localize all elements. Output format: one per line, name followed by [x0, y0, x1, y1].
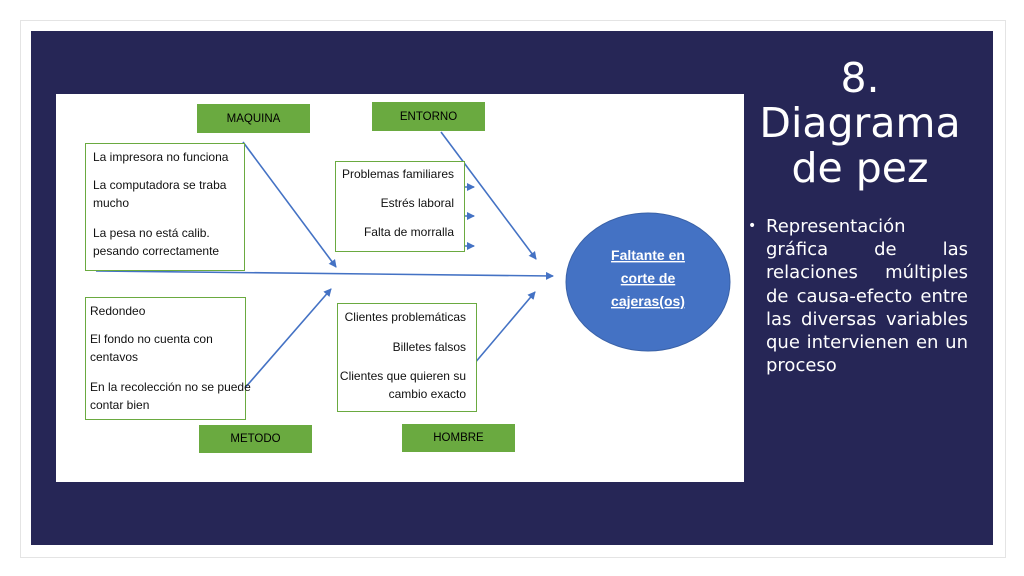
spine-arrow	[95, 270, 554, 280]
cause-hombre-3: Clientes que quieren su	[339, 369, 466, 383]
effect-line-1: Faltante en	[611, 247, 685, 263]
slide-title: 8. Diagrama de pez	[752, 56, 968, 191]
causes-box-maquina	[85, 143, 245, 271]
cause-metodo-3b: contar bien	[90, 398, 150, 412]
effect-ellipse	[565, 212, 731, 352]
cause-metodo-1: Redondeo	[90, 304, 146, 318]
cause-entorno-2: Estrés laboral	[380, 196, 454, 210]
cause-maquina-2b: mucho	[93, 196, 130, 210]
slide-title-line-3: de pez	[791, 144, 929, 192]
causes-box-entorno	[335, 161, 465, 252]
cause-maquina-3: La pesa no está calib.	[93, 226, 210, 240]
bone-hombre	[473, 291, 536, 365]
cause-hombre-1: Clientes problemáticas	[344, 310, 466, 324]
cause-metodo-2: El fondo no cuenta con	[90, 332, 213, 346]
causes-box-hombre	[337, 303, 477, 412]
bone-metodo	[243, 288, 332, 390]
bullet-item: • Representación gráfica de las relacion…	[748, 215, 968, 377]
slide-title-line-1: 8.	[840, 54, 880, 102]
category-entorno: ENTORNO	[372, 102, 485, 131]
cause-maquina-2: La computadora se traba	[93, 178, 227, 192]
slide-title-line-2: Diagrama	[759, 99, 961, 147]
cause-maquina-1: La impresora no funciona	[93, 150, 229, 164]
cause-hombre-2: Billetes falsos	[392, 340, 466, 354]
effect-line-2: corte de	[621, 270, 676, 286]
fishbone-diagram: Faltante en corte de cajeras(os) MAQUINA…	[56, 94, 744, 482]
effect-line-3: cajeras(os)	[611, 293, 685, 309]
cause-entorno-1: Problemas familiares	[341, 167, 454, 181]
bone-maquina	[242, 141, 337, 268]
category-metodo: METODO	[199, 425, 312, 453]
bone-entorno	[440, 131, 537, 260]
bullet-dot-icon: •	[748, 218, 757, 234]
bullet-text: Representación gráfica de las relaciones…	[766, 216, 968, 377]
cause-maquina-3b: pesando correctamente	[93, 244, 220, 258]
causes-box-metodo	[85, 297, 246, 420]
cause-entorno-3: Falta de morralla	[363, 225, 454, 239]
cause-hombre-3b: cambio exacto	[388, 387, 466, 401]
cause-metodo-2b: centavos	[90, 350, 139, 364]
category-hombre: HOMBRE	[402, 424, 515, 452]
cause-metodo-3: En la recolección no se puede	[90, 380, 251, 394]
category-maquina: MAQUINA	[197, 104, 310, 133]
